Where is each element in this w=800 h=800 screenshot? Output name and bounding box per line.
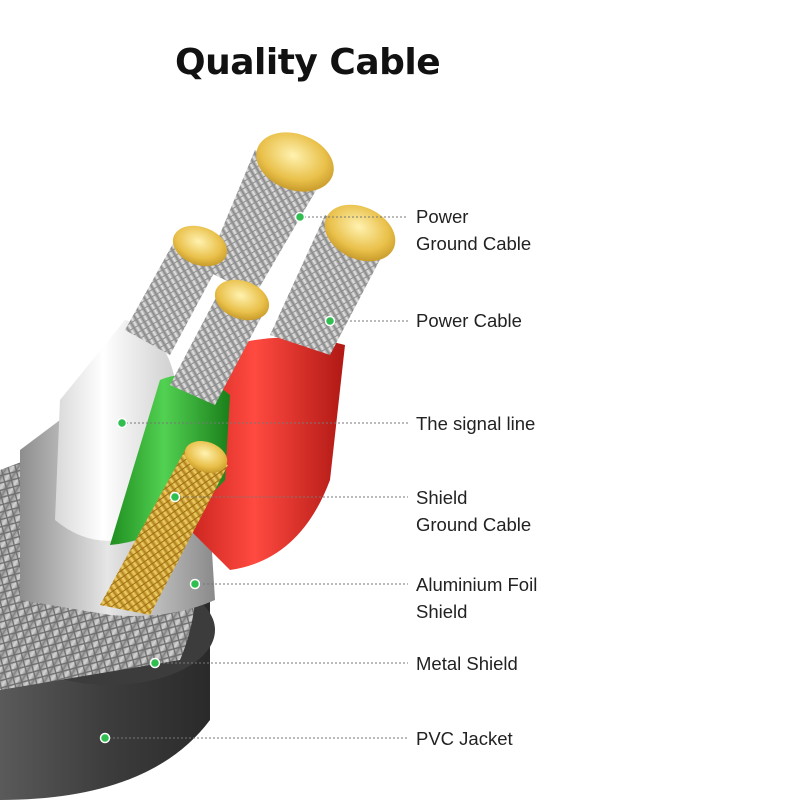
pointer-dot-power-ground: [294, 211, 306, 223]
pointer-dot-power: [324, 315, 336, 327]
label-aluminium-foil-shield: Aluminium Foil Shield: [416, 574, 538, 622]
tip-shield-ground: [184, 441, 228, 473]
pointer-dot-pvc: [99, 732, 111, 744]
label-pvc-jacket: PVC Jacket: [416, 728, 513, 749]
white-wire-conductor: [125, 240, 222, 355]
label-power-ground-cable: Power Ground Cable: [416, 206, 532, 254]
pointer-dot-metal: [149, 657, 161, 669]
label-power-cable: Power Cable: [416, 310, 522, 331]
pointer-dot-shield-ground: [169, 491, 181, 503]
pointer-dot-foil: [189, 578, 201, 590]
tip-power-ground: [256, 132, 334, 192]
shield-ground-conductor: [100, 450, 228, 615]
label-shield-ground-cable: Shield Ground Cable: [416, 487, 532, 535]
tip-green: [214, 279, 270, 321]
white-wire-insulation: [55, 320, 175, 541]
pointer-dot-signal: [116, 417, 128, 429]
label-signal-line: The signal line: [416, 413, 536, 434]
page-title: Quality Cable: [175, 42, 441, 83]
tip-white: [172, 225, 228, 267]
label-metal-shield: Metal Shield: [416, 653, 518, 674]
tip-power: [324, 204, 396, 262]
